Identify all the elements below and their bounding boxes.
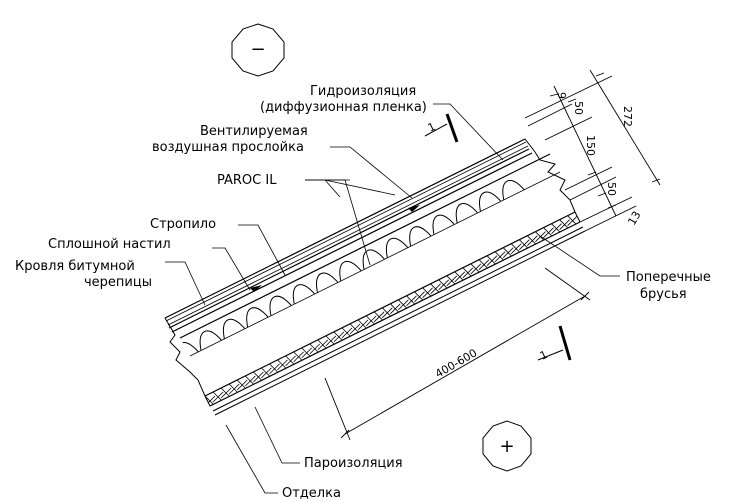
bar-hatch [293, 351, 304, 363]
section-mark-top [424, 113, 459, 143]
octagon-icon [482, 420, 532, 472]
bar-hatch [551, 223, 562, 234]
bar-hatch [261, 367, 272, 379]
bar-hatch [438, 279, 449, 291]
bar-hatch [494, 251, 506, 262]
label-cross-bars-2: брусья [640, 287, 687, 302]
bar-hatch [220, 387, 232, 399]
bar-hatch [357, 319, 369, 331]
label-vapor-barrier: Пароизоляция [304, 456, 403, 471]
label-cross-bars-1: Поперечные [626, 270, 711, 285]
bar-hatch [341, 327, 353, 339]
bar-hatch [245, 375, 256, 387]
deck-layer [171, 152, 533, 333]
dim-272: 272 [621, 106, 634, 127]
bar-hatch [527, 235, 538, 246]
section-number-top: 1 [426, 120, 438, 135]
label-waterproofing-2: (диффузионная пленка) [260, 100, 427, 115]
bar-hatch [228, 383, 240, 395]
bar-hatch [406, 295, 417, 307]
label-insulation: PAROC IL [217, 173, 277, 188]
bar-hatch [462, 267, 474, 279]
dim-150: 150 [584, 135, 597, 156]
bar-hatch [236, 379, 248, 391]
bar-hatch [317, 339, 329, 351]
bar-hatch [454, 271, 466, 283]
dim-13: 13 [625, 209, 643, 228]
bar-hatch [519, 239, 530, 250]
inside-zone-symbol: + [482, 420, 532, 472]
dim-spacing: 400-600 [433, 346, 479, 380]
bar-hatch [349, 323, 361, 335]
spacing-dimension [324, 267, 591, 441]
break-lines [164, 138, 581, 407]
label-finish: Отделка [282, 486, 341, 501]
bar-hatch [285, 355, 296, 367]
outside-zone-symbol: − [231, 23, 285, 77]
leader-lines [165, 103, 620, 494]
label-decking: Сплошной настил [48, 237, 171, 252]
bar-hatch [301, 347, 312, 359]
inside-zone-sign: + [499, 436, 514, 457]
section-mark-bottom [537, 325, 572, 361]
bar-hatch [543, 227, 554, 238]
bar-hatch [478, 259, 490, 270]
bar-hatch [277, 359, 288, 371]
bar-hatch [567, 215, 578, 226]
bar-hatch [390, 303, 401, 315]
dimension-chain [524, 69, 661, 232]
label-roofing-2: черепицы [84, 275, 152, 290]
bar-hatch [502, 247, 514, 258]
label-vent-1: Вентилируемая [200, 124, 308, 139]
bar-hatch [373, 311, 385, 323]
bar-hatch [253, 371, 264, 383]
bar-hatch [486, 255, 498, 266]
bar-hatch [212, 391, 224, 403]
bar-hatch [414, 291, 425, 303]
bar-hatch [430, 283, 441, 295]
bar-hatch [559, 219, 570, 230]
bar-hatch [382, 307, 393, 319]
bar-hatch [269, 363, 280, 375]
label-vent-2: воздушная прослойка [152, 140, 304, 155]
bar-hatch [510, 243, 522, 254]
bar-hatch [333, 331, 345, 343]
label-rafter: Стропило [150, 217, 216, 232]
label-roofing-1: Кровля битумной [15, 259, 135, 274]
bar-hatch [422, 287, 433, 299]
rafter-outline [179, 153, 586, 416]
octagon-icon [231, 23, 285, 77]
airflow-arrows [250, 205, 420, 292]
insulation-layer [180, 179, 539, 356]
bar-hatch [470, 263, 482, 275]
bar-hatch [365, 315, 377, 327]
outside-zone-sign: − [250, 39, 265, 60]
dim-9: 9 [555, 92, 568, 99]
dim-50-bottom: 50 [605, 182, 618, 196]
label-waterproofing-1: Гидроизоляция [310, 84, 416, 99]
bar-hatch [325, 335, 337, 347]
bar-hatch [309, 343, 321, 355]
bar-hatch [446, 275, 458, 287]
bar-hatch [398, 299, 409, 311]
dim-50-top: 50 [572, 101, 585, 115]
roofing-layer [164, 138, 530, 329]
section-number-bottom: 1 [538, 348, 550, 363]
